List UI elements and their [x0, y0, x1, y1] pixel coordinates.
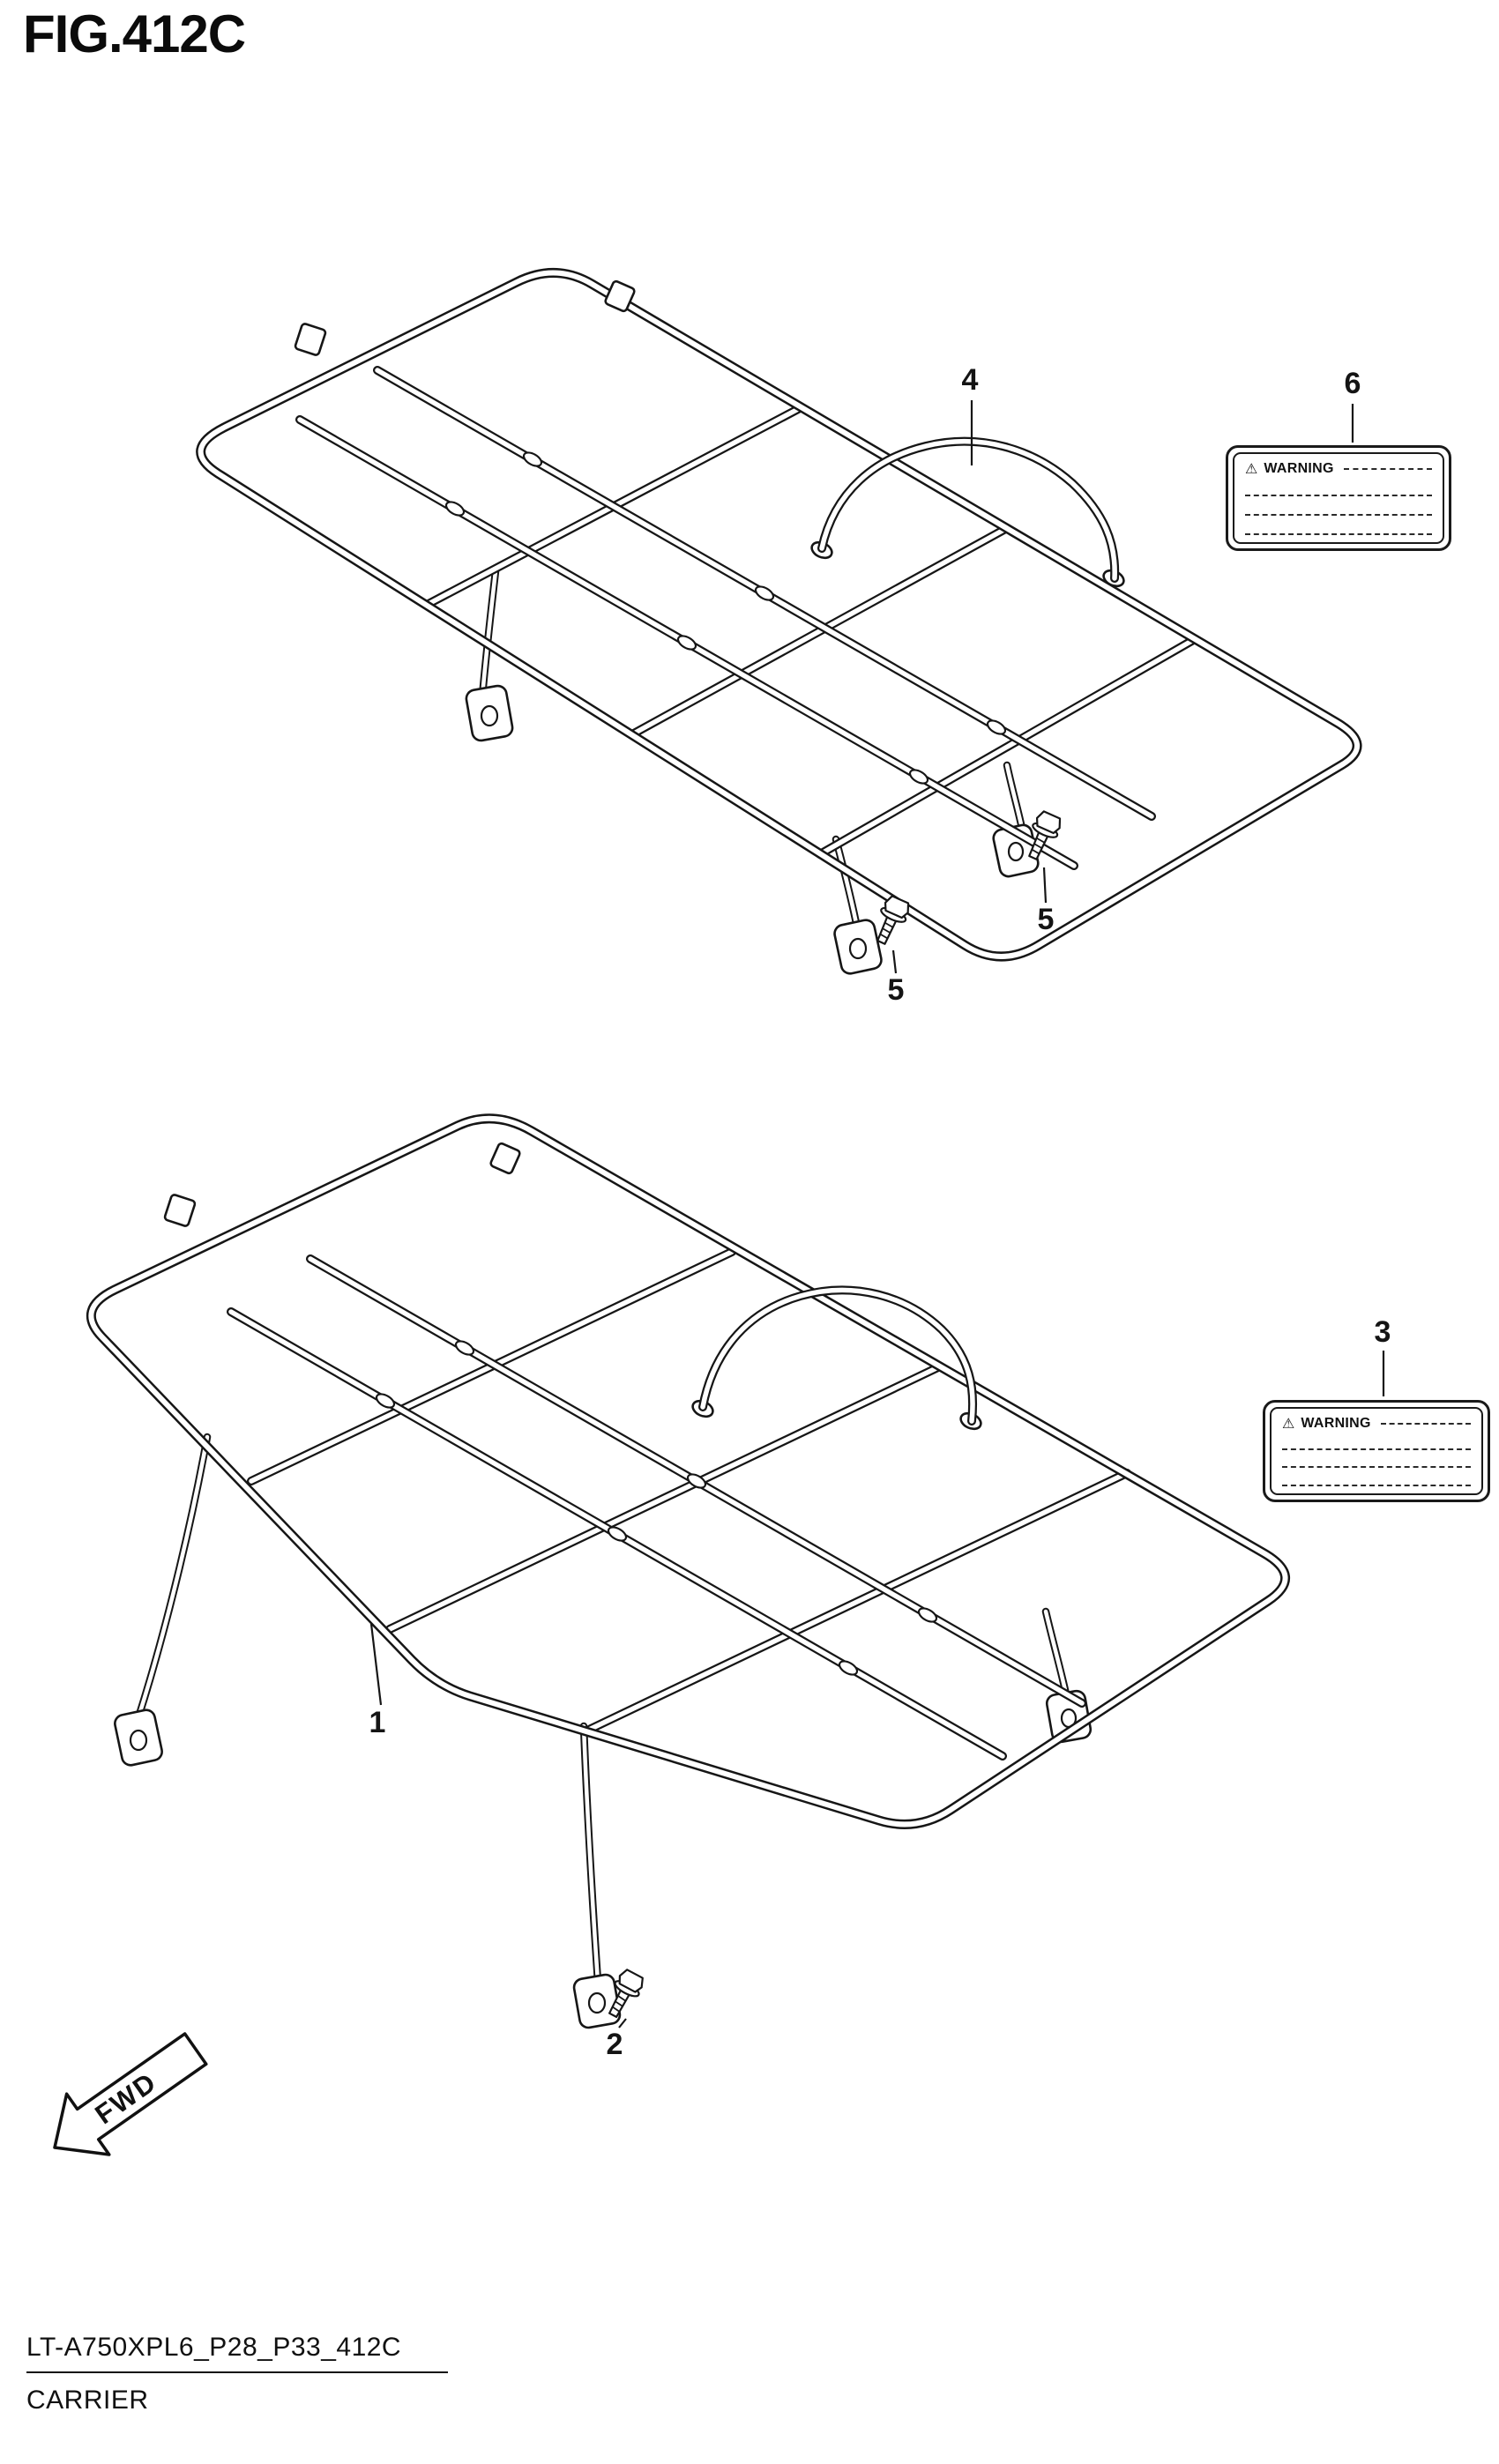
part-name: CARRIER — [26, 2386, 149, 2415]
warning-triangle-icon: ⚠ — [1245, 460, 1258, 477]
figure-title: FIG.412C — [23, 4, 246, 63]
bracket-tab — [604, 279, 636, 313]
callout-item-6: 6 — [1344, 367, 1361, 400]
warning-label-dashed-line — [1245, 533, 1432, 535]
bracket-tab — [294, 323, 327, 356]
warning-label-dashed-line — [1380, 1423, 1471, 1425]
upper-carrier-leg — [833, 837, 860, 930]
warning-label-upper: ⚠ WARNING — [1226, 445, 1451, 551]
upper-carrier-leg — [480, 569, 498, 699]
warning-label-dashed-line — [1282, 1466, 1471, 1469]
footer: LT-A750XPL6_P28_P33_412C CARRIER — [26, 2333, 448, 2416]
upper-carrier-leg — [1004, 763, 1025, 835]
warning-label-title: WARNING — [1301, 1416, 1371, 1431]
lower-carrier-leg — [581, 1723, 600, 1984]
upper-carrier-rim — [196, 268, 1362, 962]
callout-item-2: 2 — [606, 2028, 623, 2061]
callout-item-5a: 5 — [1037, 903, 1055, 936]
callout-item-5b: 5 — [887, 973, 905, 1007]
bracket-tab — [163, 1194, 197, 1227]
callout-item-4: 4 — [961, 363, 979, 397]
lower-carrier-rim — [88, 1115, 1288, 1828]
footer-divider — [26, 2371, 448, 2373]
lower-carrier-leg — [134, 1433, 212, 1722]
carrier-handle-bar — [700, 1287, 975, 1424]
warning-label-dashed-line — [1282, 1448, 1471, 1450]
upper-carrier-rim — [198, 270, 1360, 959]
warning-triangle-icon: ⚠ — [1282, 1415, 1295, 1432]
lower-carrier-drawing — [86, 1113, 1290, 2029]
lower-carrier-leg — [136, 1434, 210, 1720]
callout-item-3: 3 — [1374, 1315, 1391, 1349]
warning-label-dashed-line — [1245, 514, 1432, 516]
fwd-arrow: FWD — [53, 2032, 208, 2156]
bracket-tab — [489, 1142, 521, 1175]
warning-label-dashed-line — [1343, 468, 1432, 470]
carrier-handle-bar — [819, 439, 1117, 581]
callout-leader-lines — [369, 400, 1385, 2029]
callout-item-1: 1 — [369, 1706, 386, 1739]
warning-label-dashed-line — [1245, 495, 1432, 496]
warning-label-dashed-line — [1282, 1484, 1471, 1486]
warning-label-lower: ⚠ WARNING — [1263, 1400, 1490, 1502]
warning-label-title: WARNING — [1264, 461, 1334, 476]
upper-carrier-drawing — [196, 268, 1362, 975]
part-code: LT-A750XPL6_P28_P33_412C — [26, 2333, 402, 2362]
fwd-arrow-shape — [53, 2032, 208, 2156]
